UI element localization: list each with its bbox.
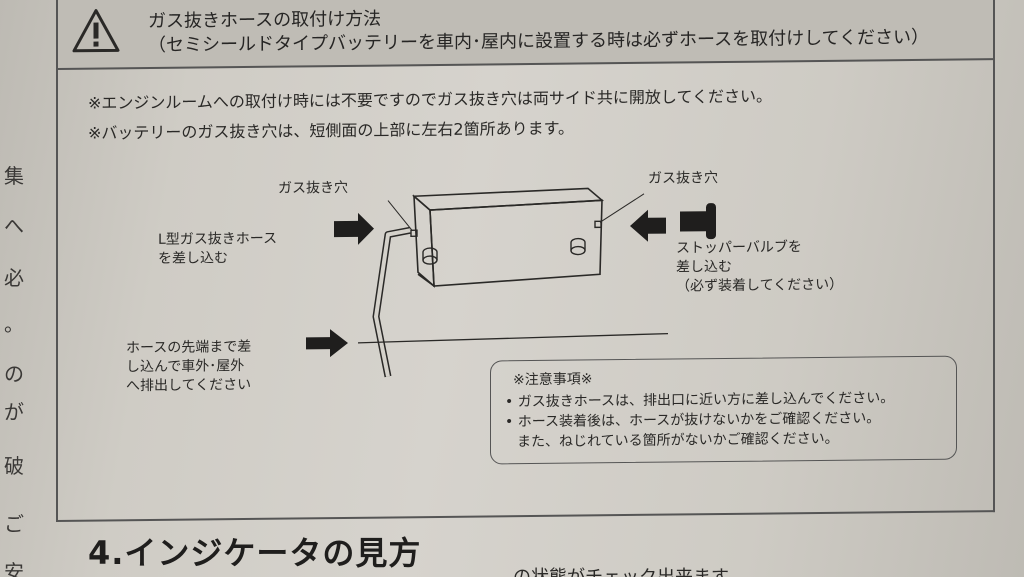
note-line: ※バッテリーのガス抜き穴は、短側面の上部に左右2箇所あります。 — [88, 118, 574, 143]
note-line: ※エンジンルームへの取付け時には不要ですのでガス抜き穴は両サイド共に開放してくだ… — [88, 86, 772, 113]
instruction-panel: ガス抜きホースの取付け方法 （セミシールドタイプバッテリーを車内･屋内に設置する… — [56, 0, 995, 523]
vent-hole-label-right: ガス抜き穴 — [648, 170, 718, 187]
margin-char: 必 — [4, 266, 24, 290]
stopper-valve-instruction: ストッパーバルブを 差し込む （必ず装着してください） — [676, 239, 844, 295]
arrow-right-icon — [334, 212, 374, 245]
margin-char: へ — [4, 214, 24, 238]
margin-char: ご — [4, 512, 24, 536]
section-heading: 4.インジケータの見方 — [88, 534, 422, 572]
margin-char: 集 — [4, 164, 24, 188]
margin-char: 安 — [4, 560, 24, 577]
margin-char: の — [4, 362, 24, 386]
vent-hole-label-left: ガス抜き穴 — [278, 179, 348, 197]
battery-diagram — [306, 187, 716, 378]
hose-instruction: L型ガス抜きホース を差し込む — [158, 230, 278, 267]
caution-line: また、ねじれている箇所がないかご確認ください。 — [517, 430, 839, 451]
caution-box: ※注意事項※ • ガス抜きホースは、排出口に近い方に差し込んでください。 • ホ… — [490, 355, 957, 465]
left-margin-text: 集 へ 必 。 の が 破 ご 安 — [0, 0, 40, 577]
margin-char: 破 — [4, 454, 24, 478]
outlet-instruction: ホースの先端まで差 し込んで車外･屋外 へ排出してください — [126, 338, 252, 395]
arrow-right-icon — [306, 329, 348, 358]
panel-header: ガス抜きホースの取付け方法 （セミシールドタイプバッテリーを車内･屋内に設置する… — [58, 0, 993, 70]
cut-off-text: …の状態がチェック出来ます。 — [495, 563, 745, 577]
margin-char: が — [4, 400, 24, 424]
margin-char: 。 — [4, 312, 24, 336]
arrow-left-icon — [630, 209, 666, 242]
warning-triangle-icon — [72, 9, 120, 53]
caution-title: ※注意事項※ — [513, 371, 593, 389]
